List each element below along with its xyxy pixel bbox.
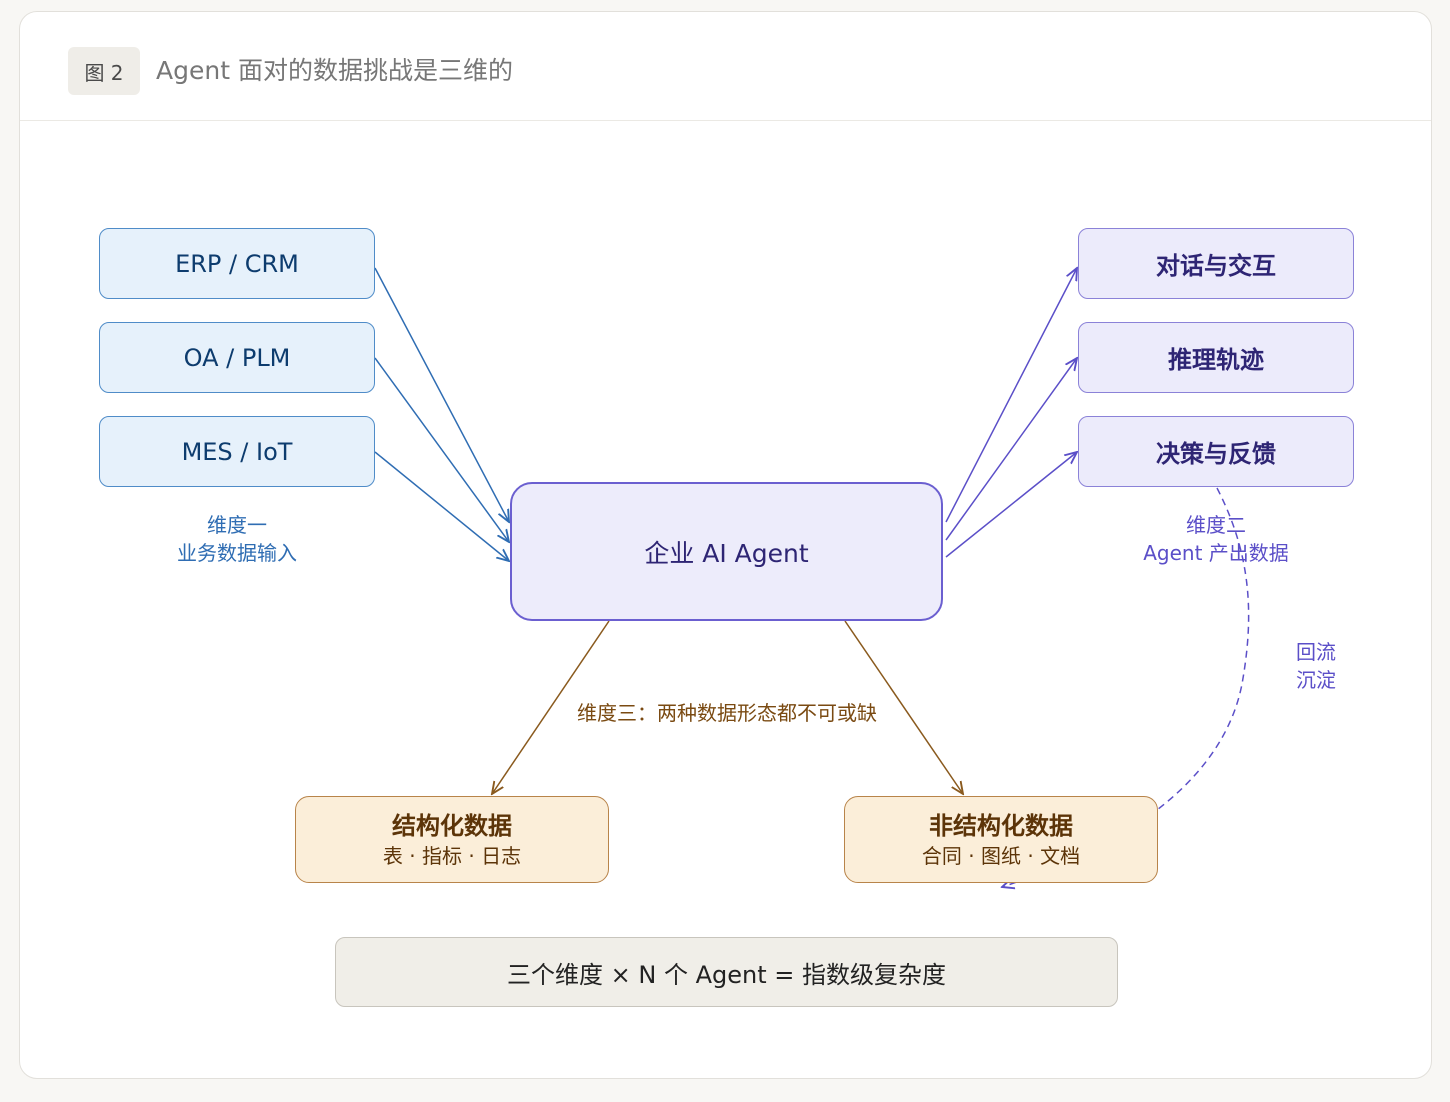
- arrow-agent-to-dialog: [945, 268, 1077, 523]
- source-erp-crm: ERP / CRM: [99, 228, 375, 299]
- unstructured-data-items: 合同 · 图纸 · 文档: [921, 843, 1081, 868]
- output-dialog-label: 对话与交互: [1156, 252, 1276, 280]
- dimension2-line2: Agent 产出数据: [1143, 541, 1289, 565]
- arrow-mes-to-agent: [374, 451, 509, 561]
- dimension1-label: 维度一 业务数据输入: [137, 511, 337, 567]
- arrow-agent-to-reasoning: [945, 358, 1077, 541]
- source-mes-iot: MES / IoT: [99, 416, 375, 487]
- agent-center-box: 企业 AI Agent: [510, 482, 943, 621]
- figure-number-badge: 图 2: [68, 47, 140, 95]
- dimension3-label: 维度三：两种数据形态都不可或缺: [577, 701, 877, 725]
- structured-data-items: 表 · 指标 · 日志: [382, 843, 522, 868]
- arrow-agent-to-unstructured: [844, 620, 963, 794]
- source-erp-crm-label: ERP / CRM: [175, 249, 299, 278]
- arrow-erp-to-agent: [374, 267, 509, 522]
- feedback-curve: [1002, 487, 1250, 887]
- figure-card: 图 2 Agent 面对的数据挑战是三维的 ERP /: [19, 11, 1432, 1079]
- source-mes-iot-label: MES / IoT: [181, 437, 293, 466]
- output-reasoning: 推理轨迹: [1078, 322, 1354, 393]
- agent-center-label: 企业 AI Agent: [644, 538, 809, 568]
- arrow-agent-to-decision: [945, 452, 1077, 558]
- output-dialog: 对话与交互: [1078, 228, 1354, 299]
- connector-layer: [374, 12, 1250, 1079]
- structured-data-box: 结构化数据 表 · 指标 · 日志: [295, 796, 609, 883]
- structured-data-title: 结构化数据: [392, 811, 512, 840]
- feedback-label: 回流 沉淀: [1276, 638, 1356, 694]
- dimension1-line2: 业务数据输入: [177, 541, 297, 565]
- output-decision: 决策与反馈: [1078, 416, 1354, 487]
- output-reasoning-label: 推理轨迹: [1168, 346, 1264, 374]
- complexity-summary-label: 三个维度 × N 个 Agent = 指数级复杂度: [507, 960, 946, 989]
- arrow-agent-to-structured: [492, 620, 610, 794]
- feedback-line2: 沉淀: [1296, 668, 1336, 692]
- unstructured-data-box: 非结构化数据 合同 · 图纸 · 文档: [844, 796, 1158, 883]
- figure-title: Agent 面对的数据挑战是三维的: [156, 56, 513, 85]
- source-oa-plm: OA / PLM: [99, 322, 375, 393]
- arrow-oa-to-agent: [374, 357, 509, 542]
- dimension1-line1: 维度一: [207, 513, 267, 537]
- unstructured-data-title: 非结构化数据: [929, 811, 1073, 840]
- output-decision-label: 决策与反馈: [1156, 440, 1276, 468]
- dimension2-line1: 维度二: [1186, 513, 1246, 537]
- source-oa-plm-label: OA / PLM: [183, 343, 291, 372]
- feedback-line1: 回流: [1296, 640, 1336, 664]
- dimension2-label: 维度二 Agent 产出数据: [1116, 511, 1316, 567]
- figure-header: 图 2 Agent 面对的数据挑战是三维的: [20, 12, 1431, 121]
- complexity-summary: 三个维度 × N 个 Agent = 指数级复杂度: [335, 937, 1118, 1007]
